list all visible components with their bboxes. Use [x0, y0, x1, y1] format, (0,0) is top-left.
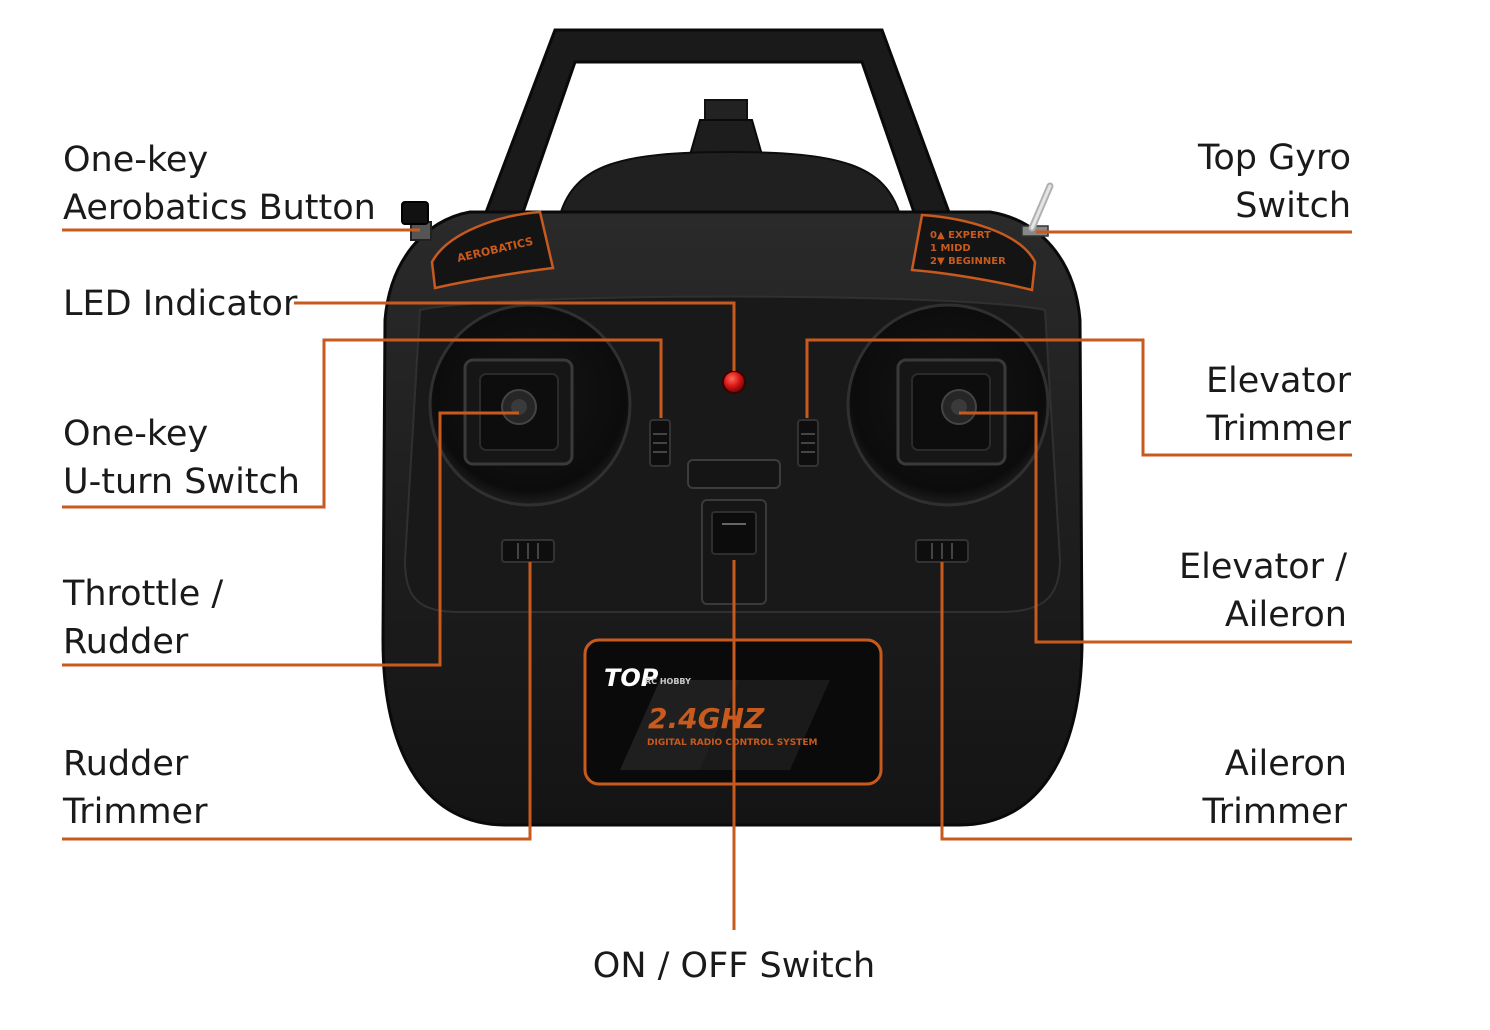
- gyro-toggle-switch: [1021, 182, 1054, 237]
- label-throttle: Throttle / Rudder: [63, 570, 223, 666]
- label-aileron-trim-line2: Trimmer: [1202, 792, 1347, 832]
- brand-logo: TOP: [604, 664, 659, 692]
- top-hump: [558, 150, 902, 216]
- callout-line-led: [294, 301, 736, 371]
- label-elevator-trim-line2: Trimmer: [1206, 409, 1351, 449]
- callout-line-elevator-trim: [805, 338, 1352, 457]
- label-elevator-trim: Elevator Trimmer: [1206, 357, 1351, 453]
- label-aileron-trim: Aileron Trimmer: [1203, 740, 1347, 836]
- label-gyro-line2: Switch: [1235, 186, 1351, 226]
- right-horizontal-trimmer: [915, 539, 969, 563]
- label-uturn-line2: U-turn Switch: [63, 462, 300, 502]
- label-aerobatics-line1: One-key: [63, 140, 209, 180]
- label-aerobatics-line2: Aerobatics Button: [63, 188, 376, 228]
- label-power-line1: ON / OFF Switch: [592, 946, 876, 986]
- left-stick-gimbal: [428, 303, 632, 507]
- band-label: 2.4GHZ: [648, 702, 765, 735]
- label-throttle-line1: Throttle /: [63, 574, 224, 614]
- gyro-panel-row1: 1 MIDD: [930, 243, 971, 254]
- left-horizontal-trimmer: [501, 539, 555, 563]
- gyro-panel-row2: 2▼ BEGINNER: [930, 256, 1006, 267]
- led-indicator: [722, 370, 746, 394]
- callout-line-uturn: [62, 338, 663, 509]
- label-aerobatics: One-key Aerobatics Button: [63, 136, 376, 232]
- label-throttle-line2: Rudder: [63, 622, 189, 662]
- label-rudder-trim-line1: Rudder: [63, 744, 189, 784]
- brand-sub: RC HOBBY: [645, 677, 691, 686]
- antenna-knob: [688, 99, 764, 156]
- callout-line-throttle: [62, 411, 519, 667]
- right-vertical-trimmer: [797, 419, 819, 467]
- gyro-panel-text: 0▲ EXPERT 1 MIDD 2▼ BEGINNER: [930, 230, 1006, 267]
- label-led-line1: LED Indicator: [63, 284, 298, 324]
- label-elev-ail: Elevator / Aileron: [1179, 543, 1347, 639]
- right-stick-gimbal: [846, 303, 1050, 507]
- callout-lines: [62, 228, 1352, 930]
- label-uturn: One-key U-turn Switch: [63, 410, 300, 506]
- system-label: DIGITAL RADIO CONTROL SYSTEM: [647, 738, 817, 748]
- power-switch: [701, 499, 767, 605]
- gyro-panel: [910, 213, 1037, 292]
- label-gyro: Top Gyro Switch: [1198, 134, 1351, 230]
- label-gyro-line1: Top Gyro: [1197, 138, 1351, 178]
- uturn-button: [687, 459, 781, 489]
- left-vertical-trimmer: [649, 419, 671, 467]
- label-uturn-line1: One-key: [63, 414, 209, 454]
- label-power: ON / OFF Switch: [534, 942, 934, 990]
- label-rudder-trim-line2: Trimmer: [63, 792, 208, 832]
- aerobatics-panel: [430, 210, 555, 290]
- label-elev-ail-line2: Aileron: [1224, 595, 1347, 635]
- label-elev-ail-line1: Elevator /: [1179, 547, 1347, 587]
- callout-line-aileron-trim: [940, 562, 1352, 841]
- label-elevator-trim-line1: Elevator: [1205, 361, 1351, 401]
- callout-line-rudder-trim: [62, 562, 532, 841]
- callout-line-elev-ail: [959, 411, 1352, 644]
- aerobatics-button: [401, 201, 432, 241]
- label-rudder-trim: Rudder Trimmer: [63, 740, 207, 836]
- label-aileron-trim-line1: Aileron: [1224, 744, 1347, 784]
- label-led: LED Indicator: [63, 280, 297, 328]
- gyro-panel-row0: 0▲ EXPERT: [930, 230, 991, 241]
